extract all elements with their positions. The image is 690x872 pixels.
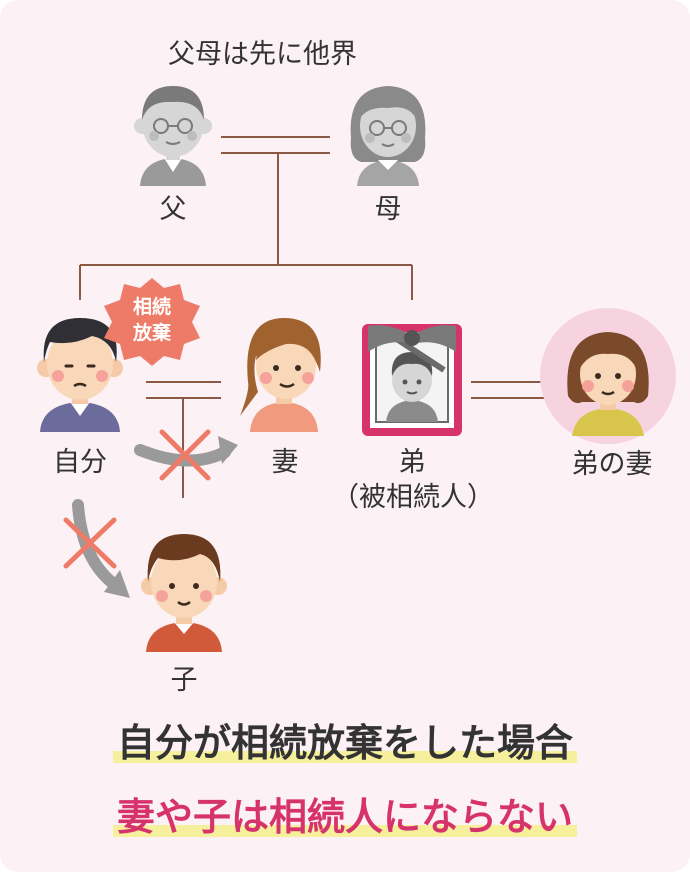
- badge-line-1: 相続: [132, 296, 171, 318]
- brother-note-label: （被相続人）: [332, 482, 494, 513]
- wife-label: 妻: [271, 447, 299, 478]
- caption-line-1: 自分が相続放棄をした場合: [0, 712, 690, 767]
- brother-wife-label: 弟の妻: [571, 449, 653, 480]
- brother-label: 弟: [398, 447, 426, 478]
- renunciation-badge: [104, 278, 200, 366]
- father-avatar: [134, 86, 212, 186]
- brother-wife-avatar: [540, 308, 676, 444]
- cross-icon: [63, 517, 117, 569]
- child-label: 子: [170, 665, 198, 696]
- mother-label: 母: [374, 194, 402, 225]
- father-label: 父: [159, 194, 187, 225]
- badge-line-2: 放棄: [132, 322, 171, 344]
- self-label: 自分: [53, 447, 107, 478]
- brother-portrait-frame: [362, 324, 462, 436]
- child-avatar: [141, 534, 227, 652]
- wife-avatar: [240, 318, 321, 432]
- cross-icon: [159, 429, 211, 481]
- mother-avatar: [350, 86, 426, 186]
- self-avatar: [37, 318, 123, 432]
- caption-line-2: 妻や子は相続人にならない: [0, 786, 690, 841]
- deceased-parents-heading: 父母は先に他界: [168, 39, 357, 70]
